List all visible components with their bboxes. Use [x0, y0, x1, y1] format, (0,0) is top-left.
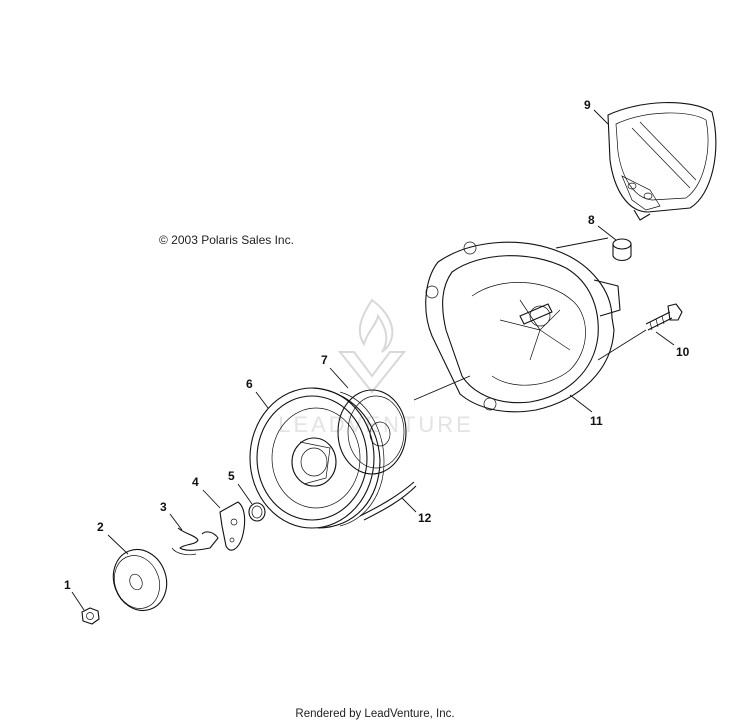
callout-3: 3: [160, 500, 167, 514]
part-9-handle: [607, 101, 717, 221]
callout-7: 7: [321, 353, 328, 367]
callout-2: 2: [97, 520, 104, 534]
part-8-bushing: [612, 238, 632, 262]
part-2-plate: [112, 548, 168, 612]
part-6-pulley: [249, 387, 385, 529]
callout-11: 11: [590, 414, 603, 428]
part-11-housing: [425, 241, 621, 413]
callout-4: 4: [192, 475, 199, 489]
part-1-nut: [81, 607, 100, 625]
part-3-spring: [171, 527, 219, 556]
leader-lines: [71, 109, 675, 611]
part-10-bolt: [645, 303, 683, 331]
callouts: 1 2 3 4 5 6 7 8 9 10 11 12: [64, 98, 690, 592]
callout-12: 12: [418, 511, 432, 525]
part-5-ring: [248, 502, 266, 522]
callout-9: 9: [584, 98, 591, 112]
callout-1: 1: [64, 578, 71, 592]
callout-6: 6: [246, 377, 253, 391]
part-7-hub: [337, 389, 407, 475]
copyright-text: © 2003 Polaris Sales Inc.: [159, 233, 294, 247]
callout-10: 10: [676, 345, 690, 359]
part-12-rope: [359, 481, 417, 521]
part-4-pawl: [219, 501, 246, 551]
footer-text: Rendered by LeadVenture, Inc.: [295, 708, 455, 720]
callout-5: 5: [228, 469, 235, 483]
callout-8: 8: [588, 213, 595, 227]
